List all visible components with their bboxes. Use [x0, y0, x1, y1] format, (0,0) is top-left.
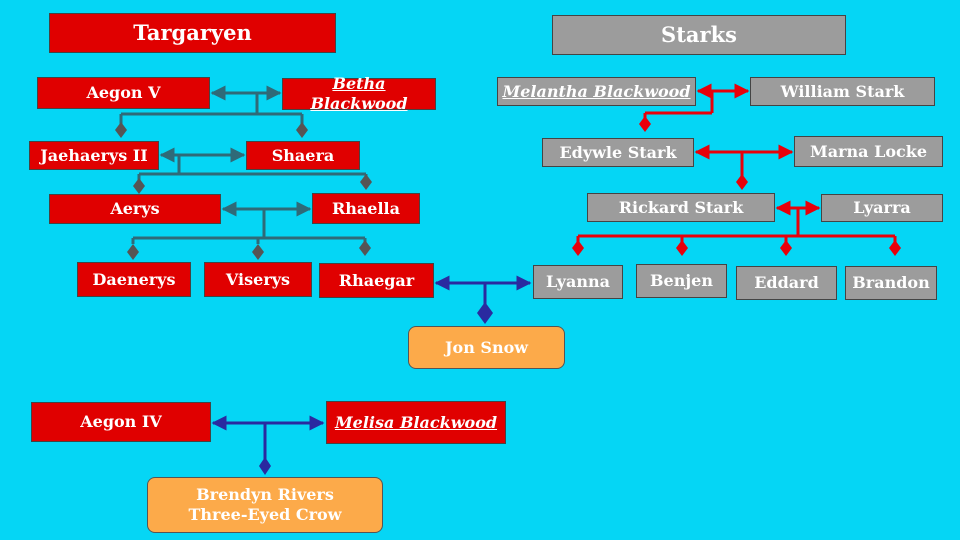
diamond-to-daenerys	[127, 244, 139, 260]
person-william-stark: William Stark	[750, 77, 935, 106]
diamond-to-aerys	[133, 178, 145, 194]
diamond-to-rhaella	[360, 174, 372, 190]
person-jaehaerys-ii: Jaehaerys II	[29, 141, 159, 170]
union-rhaegar-lyanna	[434, 275, 532, 306]
diamond-to-viserys	[252, 244, 264, 260]
person-rhaegar: Rhaegar	[319, 263, 434, 298]
person-lyanna: Lyanna	[533, 265, 623, 299]
diamond-to-eddard	[780, 240, 792, 256]
person-betha-blackwood: Betha Blackwood	[282, 74, 436, 113]
diamond-to-brendyn	[259, 457, 271, 475]
house-title-starks: Starks	[552, 15, 846, 55]
marriage-melantha-william	[643, 83, 750, 120]
person-daenerys: Daenerys	[77, 262, 191, 297]
person-aerys: Aerys	[49, 194, 221, 224]
marriage-aerys-rhaella	[131, 201, 367, 244]
person-melantha-blackwood: Melantha Blackwood	[497, 77, 696, 106]
person-aegon-iv: Aegon IV	[31, 402, 211, 442]
person-edywle-stark: Edywle Stark	[542, 138, 694, 167]
diamond-to-benjen	[676, 240, 688, 256]
person-brandon: Brandon	[845, 266, 937, 300]
person-marna-locke: Marna Locke	[794, 136, 943, 167]
diamond-to-lyanna	[572, 240, 584, 256]
marriage-aegon-v-betha	[119, 85, 304, 126]
union-aegon-iv-melisa	[211, 415, 325, 459]
person-jon-snow: Jon Snow	[408, 326, 565, 369]
person-rickard-stark: Rickard Stark	[587, 193, 775, 222]
person-melisa-blackwood: Melisa Blackwood	[326, 401, 506, 444]
person-lyarra: Lyarra	[821, 194, 943, 222]
person-viserys: Viserys	[204, 262, 312, 297]
brendyn-name-line: Brendyn Rivers	[196, 485, 334, 504]
person-brendyn-rivers: Brendyn Rivers Three-Eyed Crow	[147, 477, 383, 533]
house-title-targaryen: Targaryen	[49, 13, 336, 53]
diamond-to-jaehaerys	[115, 122, 127, 138]
diamond-to-shaera	[296, 122, 308, 138]
marriage-edywle-marna	[694, 144, 794, 178]
diamond-to-rhaegar	[359, 240, 371, 256]
diamond-to-jon	[477, 302, 493, 324]
person-benjen: Benjen	[636, 264, 727, 298]
person-eddard: Eddard	[736, 266, 837, 300]
diamond-to-brandon	[889, 240, 901, 256]
brendyn-title-line: Three-Eyed Crow	[188, 505, 342, 524]
person-aegon-v: Aegon V	[37, 77, 210, 109]
diamond-to-rickard	[736, 174, 748, 190]
diamond-to-edywle	[639, 116, 651, 132]
person-shaera: Shaera	[246, 141, 360, 170]
person-rhaella: Rhaella	[312, 193, 420, 224]
